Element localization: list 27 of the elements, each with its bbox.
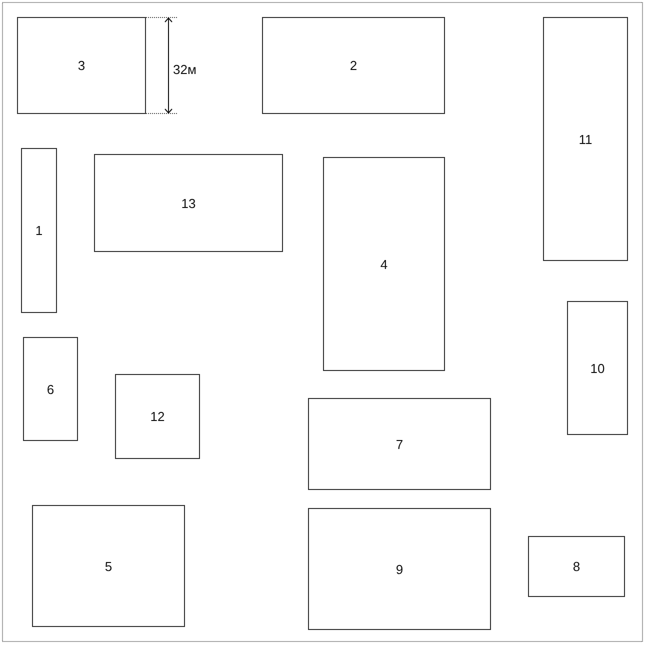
area-box [262,17,445,114]
area-box [115,374,200,459]
dimension-label: 32м [173,62,196,77]
area-number: 12 [150,409,165,424]
area-box [308,398,491,490]
area-box [308,508,491,630]
area-box [567,301,628,435]
area-number: 6 [46,382,54,396]
area-number: 10 [590,360,605,376]
area-number: 7 [396,436,404,452]
area-number: 3 [78,58,86,73]
area-box [543,17,628,261]
area-box [94,154,283,252]
area-number: 5 [104,558,112,574]
area-number: 1 [35,223,43,238]
area-box [23,337,78,441]
area-number: 11 [578,132,592,146]
area-box [323,157,445,371]
area-box [21,148,57,313]
area-number: 9 [396,562,404,576]
area-box [32,505,185,627]
area-box [528,536,625,597]
area-number: 13 [181,196,196,210]
area-number: 2 [350,58,358,73]
area-number: 8 [572,559,580,574]
area-box [17,17,146,114]
area-number: 4 [380,256,388,272]
